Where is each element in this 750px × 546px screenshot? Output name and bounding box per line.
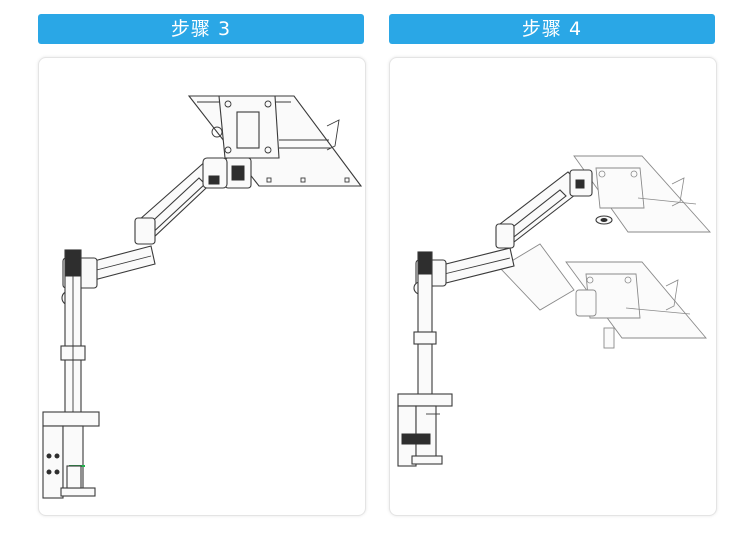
- pole: [60, 249, 86, 419]
- gas-spring-arm: [134, 157, 228, 245]
- pole: [413, 251, 437, 399]
- desk-clamp: [42, 411, 100, 499]
- step-4-illustration: [397, 155, 712, 467]
- laptop-tray-lower-ghost: [499, 243, 707, 349]
- gas-spring-arm: [495, 169, 593, 249]
- desk-clamp: [397, 393, 453, 467]
- step-3-title: 步骤 3: [170, 18, 232, 40]
- step-4-title: 步骤 4: [521, 18, 583, 40]
- step-4-header: 步骤 4: [389, 14, 715, 44]
- step-4-panel: [389, 57, 717, 516]
- adjust-knob-icon: [595, 215, 613, 225]
- laptop-tray: [187, 95, 363, 187]
- step-3-panel: [38, 57, 366, 516]
- tilt-head: [224, 157, 252, 189]
- laptop-tray-upper-ghost: [573, 155, 712, 233]
- step-3-header: 步骤 3: [38, 14, 364, 44]
- step-3-illustration: [42, 95, 363, 499]
